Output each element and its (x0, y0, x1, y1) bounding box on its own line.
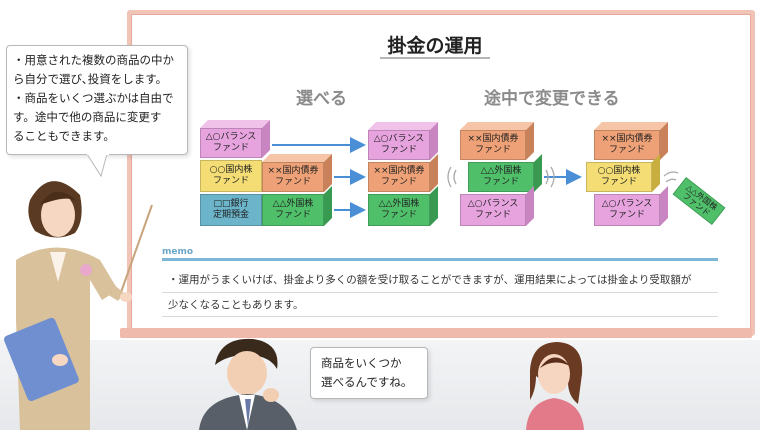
heading-selectable: 選べる (296, 89, 347, 109)
memo-label: memo (162, 247, 194, 257)
fund-box-domestic-stock: ○○国内株 ファンド (200, 160, 262, 192)
fund-box-balance: △○バランス ファンド (200, 128, 262, 158)
after-box-domestic-stock: ○○国内株 ファンド (586, 162, 652, 192)
man-speech-bubble: 商品をいくつか 選べるんですね。 (310, 347, 428, 399)
memo-divider (162, 292, 718, 293)
selected-box-foreign-stock: △△外国株 ファンド (368, 194, 430, 226)
before-box-foreign-stock: △△外国株 ファンド (468, 162, 534, 192)
man-illustration (199, 338, 297, 430)
fund-box-foreign-stock: △△外国株 ファンド (262, 194, 324, 226)
motion-lines-eject (663, 171, 679, 183)
teacher-speech-bubble: ・用意された複数の商品の中か ら自分で選び､投資をします。 ・商品をいくつ選ぶか… (6, 45, 188, 155)
teacher-bubble-tail (86, 150, 109, 178)
memo-divider (162, 316, 718, 317)
motion-lines-right (545, 166, 555, 188)
heading-changeable: 途中で変更できる (484, 89, 620, 109)
title-underline (380, 57, 490, 59)
memo-bar (162, 258, 718, 261)
before-box-balance: △○バランス ファンド (460, 194, 526, 226)
after-box-domestic-bond: ××国内債券 ファンド (594, 130, 660, 160)
selected-box-balance: △○バランス ファンド (368, 130, 430, 160)
before-box-domestic-bond: ××国内債券 ファンド (460, 130, 526, 160)
selected-box-domestic-bond: ××国内債券 ファンド (368, 162, 430, 192)
memo-text-line1: ・運用がうまくいけば、掛金より多くの額を受け取ることができますが、運用結果によっ… (168, 274, 692, 286)
fund-box-domestic-bond: ××国内債券 ファンド (262, 162, 324, 192)
whiteboard-ledge (120, 328, 752, 338)
teacher-illustration (3, 181, 153, 430)
fund-box-bank-deposit: □□銀行 定期預金 (200, 194, 262, 226)
after-box-balance: △○バランス ファンド (594, 194, 660, 226)
woman-illustration (526, 342, 584, 430)
memo-text-line2: 少なくなることもあります。 (168, 299, 304, 311)
page-title: 掛金の運用 (387, 35, 483, 57)
motion-lines-left (447, 166, 457, 188)
